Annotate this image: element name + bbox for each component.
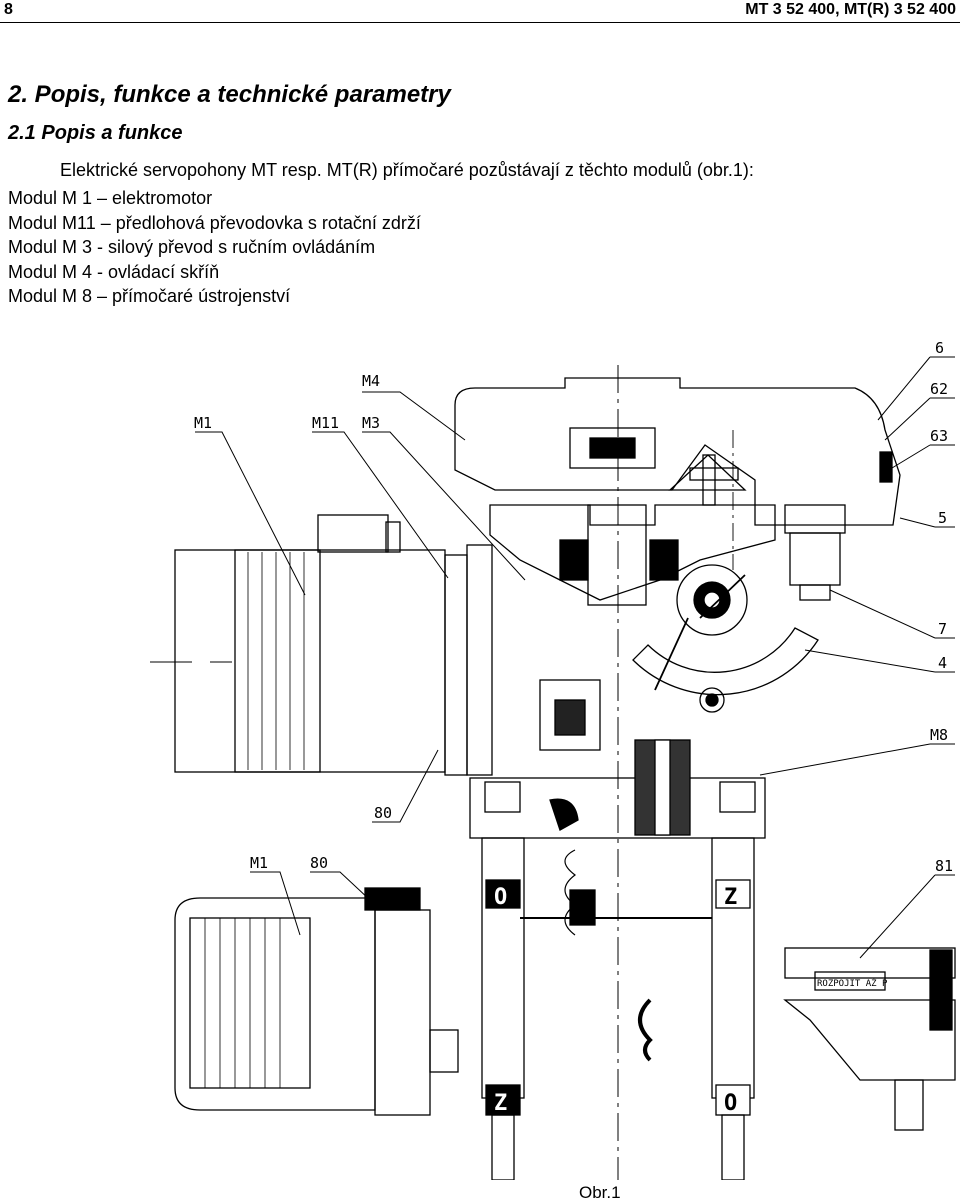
linear-unit-m8	[469, 679, 766, 1180]
product-designation: MT 3 52 400, MT(R) 3 52 400	[745, 1, 956, 18]
label-rozpojit: ROZPOJIT AŽ P	[817, 977, 888, 989]
page-header: 8 MT 3 52 400, MT(R) 3 52 400	[0, 0, 960, 23]
module-item: Modul M11 – předlohová převodovka s rota…	[8, 212, 421, 233]
section-title: 2. Popis, funkce a technické parametry	[8, 81, 451, 108]
label-m3: M3	[362, 414, 380, 432]
module-list: Modul M 1 – elektromotor Modul M11 – pře…	[8, 186, 421, 309]
technical-drawing: M1 M11 M3 M4 6 62 63 5 7 4 M8 80 M1 80 8…	[150, 339, 956, 1180]
label-m4: M4	[362, 372, 380, 390]
scale-o-left: O	[494, 885, 507, 910]
label-7: 7	[938, 620, 947, 638]
motor-m1-bottom	[174, 887, 459, 1116]
motor-m1-top	[150, 514, 493, 776]
drawing-labels: M1 M11 M3 M4 6 62 63 5 7 4 M8 80 M1 80 8…	[194, 339, 953, 1116]
page-number: 8	[4, 1, 13, 18]
label-80-mid: 80	[374, 804, 392, 822]
label-63: 63	[930, 427, 948, 445]
module-item: Modul M 4 - ovládací skříň	[8, 261, 220, 282]
label-m11: M11	[312, 414, 339, 432]
leader-lines	[195, 356, 955, 959]
label-m8: M8	[930, 726, 948, 744]
module-item: Modul M 8 – přímočaré ústrojenství	[8, 286, 291, 306]
label-5: 5	[938, 509, 947, 527]
side-unit-81	[783, 947, 956, 1131]
label-80-bottom: 80	[310, 854, 328, 872]
figure-caption: Obr.1	[579, 1183, 621, 1202]
label-81: 81	[935, 857, 953, 875]
control-box-m4	[454, 377, 901, 601]
intro-text: Elektrické servopohony MT resp. MT(R) př…	[60, 160, 754, 180]
scale-o-right: O	[724, 1091, 737, 1116]
label-62: 62	[930, 380, 948, 398]
subsection-title: 2.1 Popis a funkce	[8, 122, 183, 144]
scale-z-right: Z	[724, 885, 737, 910]
label-m1-top: M1	[194, 414, 212, 432]
module-item: Modul M 1 – elektromotor	[8, 188, 213, 208]
module-item: Modul M 3 - silový převod s ručním ovlád…	[8, 237, 376, 257]
scale-z-left: Z	[494, 1091, 507, 1116]
label-m1-bottom: M1	[250, 854, 268, 872]
label-4: 4	[938, 654, 947, 672]
gear-housing	[489, 504, 819, 713]
label-6: 6	[935, 339, 944, 357]
